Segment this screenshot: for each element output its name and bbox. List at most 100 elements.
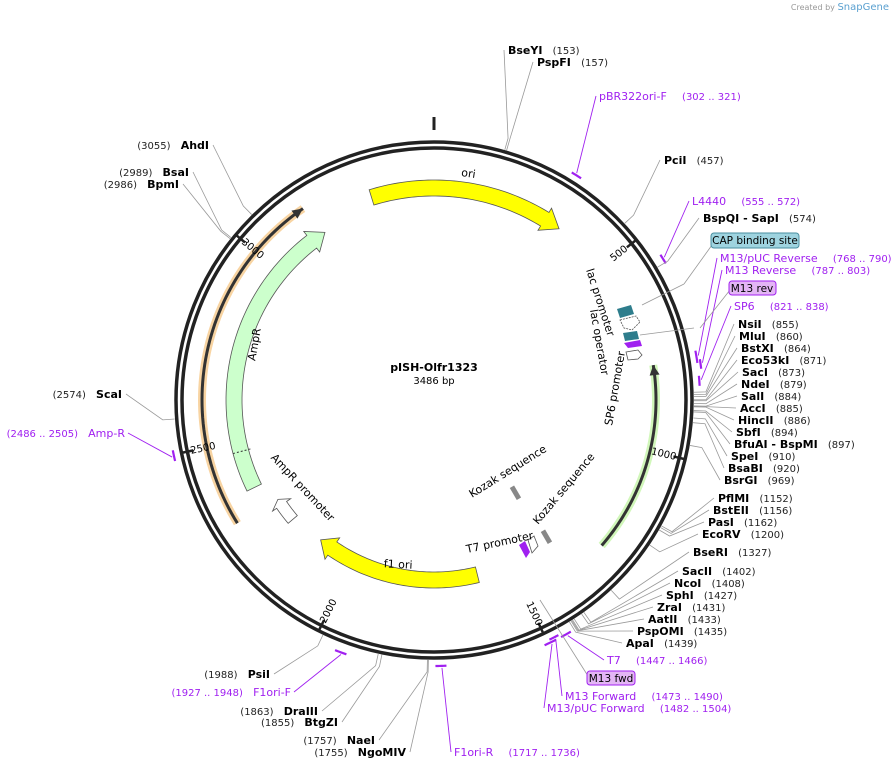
feature-f1-ori[interactable] xyxy=(320,537,480,589)
t7-small-arrow[interactable] xyxy=(527,535,539,554)
primer-m13-puc-forward-label[interactable]: M13/pUC Forward (1482 .. 1504) xyxy=(547,697,731,716)
feature-label-f1-ori: f1 ori xyxy=(384,557,413,571)
primer-sp6-arc[interactable] xyxy=(697,375,701,386)
enzyme-site-nsii[interactable]: NsiI (855) xyxy=(738,313,799,332)
lac-operator-feature[interactable] xyxy=(623,331,642,348)
primer-leader-line xyxy=(293,654,342,693)
kozak-sequence-1[interactable] xyxy=(509,485,522,501)
primer-t7-label[interactable]: T7 (1447 .. 1466) xyxy=(606,649,707,668)
enzyme-site-bsabi[interactable]: BsaBI (920) xyxy=(728,457,800,476)
enzyme-leader-line xyxy=(693,323,735,393)
primer-pbr322ori-f-label[interactable]: pBR322ori-F (302 .. 321) xyxy=(599,85,741,104)
feature-label-ampr: AmpR xyxy=(245,327,264,362)
enzyme-site-sbfi[interactable]: SbfI (894) xyxy=(736,421,798,440)
enzyme-site-zrai[interactable]: ZraI (1431) xyxy=(657,596,725,615)
enzyme-site-saci[interactable]: SacI (873) xyxy=(742,361,805,380)
primer-leader-line xyxy=(127,432,173,458)
plasmid-length: 3486 bp xyxy=(413,376,454,387)
enzyme-site-sali[interactable]: SalI (884) xyxy=(741,385,801,404)
tick-label-1000: 1000 xyxy=(650,446,677,463)
enzyme-site-acci[interactable]: AccI (885) xyxy=(740,397,803,416)
feature-ampr-promoter[interactable] xyxy=(271,498,298,524)
primer-l4440-arc[interactable] xyxy=(659,254,667,264)
enzyme-leader-line xyxy=(321,653,379,712)
enzyme-leader-line xyxy=(182,183,231,239)
enzyme-site-hincii[interactable]: HincII (886) xyxy=(738,409,811,428)
feature-ori[interactable] xyxy=(368,179,560,231)
enzyme-site-sacii[interactable]: SacII (1402) xyxy=(682,560,756,579)
primer-m13-reverse-arc[interactable] xyxy=(698,359,703,369)
enzyme-leader-line xyxy=(569,621,623,644)
primer-f1ori-r-label[interactable]: F1ori-R (1717 .. 1736) xyxy=(454,741,580,760)
enzyme-site-ncoi[interactable]: NcoI (1408) xyxy=(674,572,745,591)
primer-m13-puc-forward-arc[interactable] xyxy=(544,638,557,647)
enzyme-site-ngomiv[interactable]: (1755) NgoMIV xyxy=(314,741,406,760)
enzyme-site-bpmi[interactable]: (2986) BpmI xyxy=(104,173,179,192)
enzyme-site-bspqi-sapi[interactable]: BspQI - SapI (574) xyxy=(703,207,816,226)
enzyme-site-draiii[interactable]: (1863) DraIII xyxy=(240,700,318,719)
cap-binding-site-box[interactable] xyxy=(710,232,800,249)
primer-m13-reverse-label[interactable]: M13 Reverse (787 .. 803) xyxy=(725,259,870,278)
enzyme-leader-line xyxy=(212,144,253,215)
enzyme-site-btgzi[interactable]: (1855) BtgZI xyxy=(261,711,338,730)
enzyme-site-pspomi[interactable]: PspOMI (1435) xyxy=(637,620,727,639)
enzyme-site-bseyi[interactable]: BseYI (153) xyxy=(508,39,580,58)
enzyme-site-pcii[interactable]: PciI (457) xyxy=(664,149,724,168)
primer-m13-forward-arc[interactable] xyxy=(548,634,559,641)
enzyme-leader-line xyxy=(693,347,738,397)
feature-label-kozak-1: Kozak sequence xyxy=(467,442,549,500)
feature-amp-r-region[interactable] xyxy=(197,205,306,526)
enzyme-site-bseri[interactable]: BseRI (1327) xyxy=(693,541,771,560)
primer-m13-puc-reverse-arc[interactable] xyxy=(694,350,699,364)
primer-amp-r-label[interactable]: (2486 .. 2505) Amp-R xyxy=(7,422,126,441)
sp6-promoter-small-arrow[interactable] xyxy=(625,349,643,361)
m13-rev-box[interactable] xyxy=(728,280,777,296)
enzyme-site-eco53ki[interactable]: Eco53kI (871) xyxy=(741,349,826,368)
enzyme-site-ecorv[interactable]: EcoRV (1200) xyxy=(702,523,784,542)
feature-label-ampr-promoter: AmpR promoter xyxy=(268,451,337,524)
primer-amp-r-arc[interactable] xyxy=(171,450,177,462)
enzyme-site-bstxi[interactable]: BstXI (864) xyxy=(741,337,811,356)
t7-promoter-feature[interactable] xyxy=(519,541,530,558)
kozak-sequence-2[interactable] xyxy=(540,529,553,545)
enzyme-leader-line xyxy=(506,61,534,151)
tick-2000 xyxy=(317,619,326,632)
enzyme-site-ndei[interactable]: NdeI (879) xyxy=(741,373,807,392)
lac-promoter-feature[interactable] xyxy=(617,305,641,331)
enzyme-site-scai[interactable]: (2574) ScaI xyxy=(53,383,122,402)
enzyme-leader-line xyxy=(610,551,690,600)
feature-ampr[interactable] xyxy=(225,231,326,492)
primer-leader-line xyxy=(700,305,732,380)
plasmid-backbone xyxy=(174,117,694,660)
enzyme-site-apai[interactable]: ApaI (1439) xyxy=(626,632,697,651)
enzyme-site-sphi[interactable]: SphI (1427) xyxy=(666,584,737,603)
primer-m13-forward-label[interactable]: M13 Forward (1473 .. 1490) xyxy=(565,685,723,704)
primer-sp6-label[interactable]: SP6 (821 .. 838) xyxy=(734,295,829,314)
primer-l4440-label[interactable]: L4440 (555 .. 572) xyxy=(692,190,800,209)
enzyme-site-bsteii[interactable]: BstEII (1156) xyxy=(713,499,792,518)
enzyme-site-naei[interactable]: (1757) NaeI xyxy=(303,729,375,748)
enzyme-site-bfuai-bspmi[interactable]: BfuAI - BspMI (897) xyxy=(734,433,855,452)
enzyme-site-pflmi[interactable]: PflMI (1152) xyxy=(718,487,793,506)
enzyme-site-ahdi[interactable]: (3055) AhdI xyxy=(137,134,209,153)
enzyme-site-pasi[interactable]: PasI (1162) xyxy=(708,511,777,530)
m13-fwd-box[interactable] xyxy=(586,670,636,686)
enzyme-leader-line xyxy=(660,509,710,534)
enzyme-leader-line xyxy=(693,411,731,445)
enzyme-site-psii[interactable]: (1988) PsiI xyxy=(204,663,270,682)
enzyme-site-aatii[interactable]: AatII (1433) xyxy=(648,608,721,627)
enzyme-leader-line xyxy=(378,659,428,741)
enzyme-leader-line xyxy=(693,410,733,433)
enzyme-site-pspfi[interactable]: PspFI (157) xyxy=(537,51,608,70)
primer-pbr322ori-f-arc[interactable] xyxy=(571,171,582,180)
primer-f1ori-f-label[interactable]: (1927 .. 1948) F1ori-F xyxy=(171,681,291,700)
enzyme-site-bsrgi[interactable]: BsrGI (969) xyxy=(724,469,795,488)
enzyme-site-mlui[interactable]: MluI (860) xyxy=(739,325,803,344)
feature-sp6-promoter[interactable] xyxy=(598,364,660,549)
primer-f1ori-f-arc[interactable] xyxy=(334,649,347,656)
tick-label-1500: 1500 xyxy=(523,600,544,628)
primer-m13-puc-reverse-label[interactable]: M13/pUC Reverse (768 .. 790) xyxy=(720,247,892,266)
enzyme-site-bsai[interactable]: (2989) BsaI xyxy=(119,161,189,180)
enzyme-site-spei[interactable]: SpeI (910) xyxy=(731,445,796,464)
primer-leader-line xyxy=(441,667,452,753)
